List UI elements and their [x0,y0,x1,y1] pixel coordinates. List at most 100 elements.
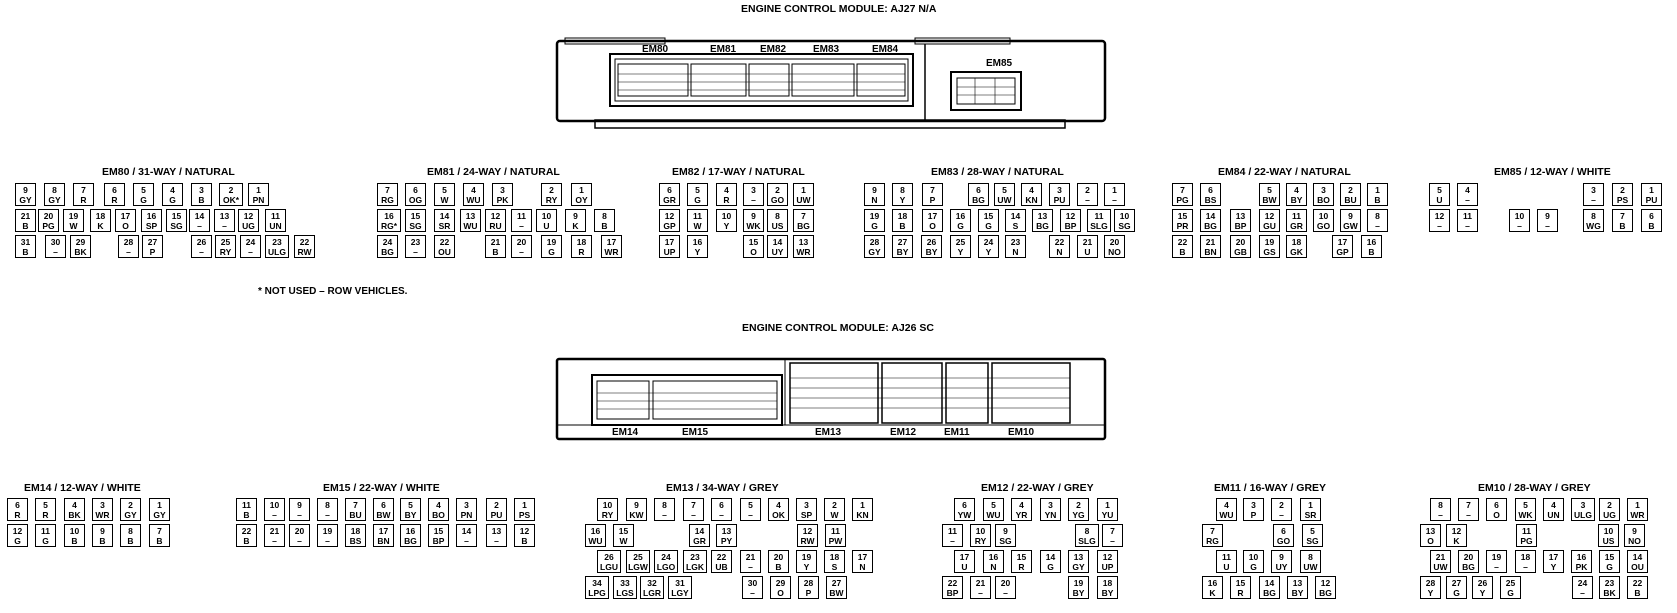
pin-wire-color: B [1179,247,1186,257]
pin-wire-color: Y [985,247,992,257]
pin-number: 6 [962,500,967,510]
pin-wire-color: B [243,536,250,546]
connector-title-em81: EM81 / 24-WAY / NATURAL [427,166,560,178]
pin-number: 15 [1604,552,1615,562]
pin-number: 21 [1205,237,1216,247]
pin-wire-color: N [859,562,866,572]
pin-number: 3 [1057,185,1062,195]
pin-wire-color: BW [829,588,844,598]
pin-wire-color: PR [1176,221,1189,231]
pin-em80-13: 13– [214,209,235,232]
pin-em15-20: 20– [289,524,310,547]
pin-em80-28: 28– [118,235,139,258]
pin-wire-color: US [1602,536,1615,546]
pin-em81-20: 20– [511,235,532,258]
connector-title-em13: EM13 / 34-WAY / GREY [666,482,779,494]
pin-number: 3 [100,500,105,510]
pin-em13-6: 6– [711,498,732,521]
pin-wire-color: ULG [268,247,286,257]
aj26-ecm-drawing [555,357,1107,441]
pin-em84-8: 8– [1367,209,1388,232]
pin-wire-color: – [272,510,277,520]
pin-number: 4 [471,185,476,195]
pin-wire-color: NO [1628,536,1641,546]
pin-number: 17 [857,552,868,562]
pin-wire-color: BP [1064,221,1077,231]
pin-wire-color: – [751,195,756,205]
pin-wire-color: B [156,536,163,546]
pin-number: 9 [1632,526,1637,536]
pin-number: 2 [1085,185,1090,195]
pin-wire-color: – [662,510,667,520]
pin-number: 5 [1310,526,1315,536]
pin-wire-color: BK [74,247,87,257]
pin-wire-color: BG [972,195,985,205]
pin-wire-color: NO [1108,247,1121,257]
pin-em81-23: 23– [405,235,426,258]
pin-number: 8 [52,185,57,195]
pin-wire-color: RY [219,247,232,257]
pin-wire-color: – [1437,221,1442,231]
pin-number: 22 [1177,237,1188,247]
pin-em13-7: 7– [683,498,704,521]
connector-title-em82: EM82 / 17-WAY / NATURAL [672,166,805,178]
pin-number: 10 [975,526,986,536]
pin-wire-color: BO [1317,195,1330,205]
pin-wire-color: PW [828,536,843,546]
pin-wire-color: G [548,247,555,257]
pin-wire-color: BG [404,536,417,546]
pin-wire-color: – [519,221,524,231]
pin-wire-color: B [899,221,906,231]
pin-number: 24 [983,237,994,247]
pin-wire-color: GY [153,510,166,520]
pin-em83-1: 1– [1104,183,1125,206]
pin-em81-11: 11– [511,209,532,232]
pin-number: 34 [592,578,602,588]
pin-number: 4 [1224,500,1229,510]
pin-wire-color: UN [269,221,282,231]
pin-wire-color: U [1223,562,1230,572]
pin-wire-color: W [830,510,839,520]
pin-number: 14 [461,526,472,536]
pin-wire-color: – [1110,536,1115,546]
pin-wire-color: BY [1101,588,1114,598]
pin-number: 17 [664,237,675,247]
pin-number: 8 [1591,211,1596,221]
pin-number: 7 [930,185,935,195]
pin-number: 18 [1520,552,1531,562]
pin-number: 3 [1321,185,1326,195]
pin-number: 11 [1463,211,1472,221]
pin-number: 6 [381,500,386,510]
pin-number: 22 [241,526,252,536]
pin-wire-color: YG [1072,510,1085,520]
pin-wire-color: WK [746,221,761,231]
pin-number: 9 [1348,211,1353,221]
